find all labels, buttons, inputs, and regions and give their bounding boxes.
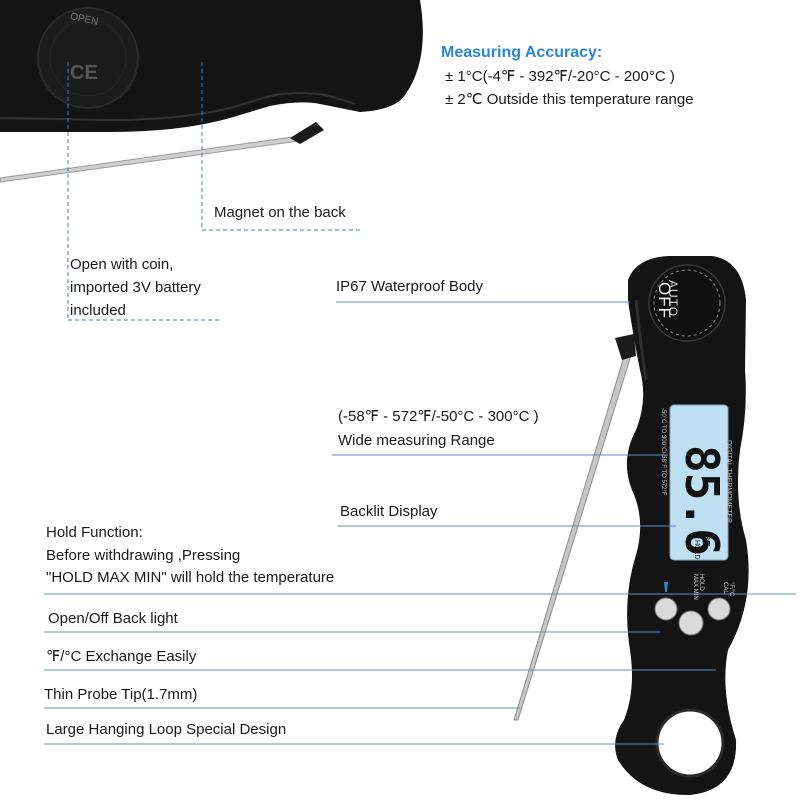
ce-mark: CE (70, 62, 98, 84)
hold-callout-2: Before withdrawing ,Pressing (46, 547, 241, 564)
lcd-reading: 85.6 (675, 445, 729, 556)
backlight-button (654, 597, 678, 621)
battery-callout-1: Open with coin, (70, 256, 174, 273)
battery-cover (37, 7, 139, 109)
hanging-loop (655, 708, 725, 778)
range-callout-2: Wide measuring Range (338, 432, 495, 449)
accuracy-line-2: ± 2℃ Outside this temperature range (445, 91, 694, 108)
hold-callout-3: "HOLD MAX MIN" will hold the temperature (46, 569, 335, 586)
hold-callout-1: Hold Function: (46, 524, 143, 541)
accuracy-title: Measuring Accuracy: (441, 44, 603, 61)
hold-max-min-label: HOLD MAX MIN (692, 574, 704, 600)
waterproof-callout: IP67 Waterproof Body (336, 278, 484, 295)
power-button-ring (648, 264, 726, 342)
bulb-icon (664, 582, 668, 592)
battery-callout-3: included (70, 302, 126, 319)
lcd-hold-badge: HOLD (693, 540, 700, 560)
unit-cal-label: °F/°C CAL (722, 582, 734, 597)
lcd-unit: °F (699, 535, 712, 547)
lcd-screen (669, 404, 729, 561)
exchange-callout: ℉/°C Exchange Easily (46, 648, 197, 665)
range-callout-1: (-58℉ - 572℉/-50°C - 300°C ) (338, 408, 539, 425)
device-range-print: -50°C TO 300°C/-58°F TO 572°F (660, 408, 666, 496)
device-brand-label: DIGITAL THERMOMETER (725, 440, 732, 524)
backlight-callout: Open/Off Back light (48, 610, 178, 627)
accuracy-line-1: ± 1°C(-4℉ - 392℉/-20°C - 200°C ) (445, 68, 675, 85)
battery-callout-2: imported 3V battery (70, 279, 201, 296)
off-label: OFF (655, 282, 674, 319)
magnet-callout: Magnet on the back (214, 204, 346, 221)
closed-probe (0, 135, 308, 183)
unit-button (707, 597, 731, 621)
backlit-callout: Backlit Display (340, 503, 438, 520)
probe-callout: Thin Probe Tip(1.7mm) (44, 686, 198, 703)
loop-callout: Large Hanging Loop Special Design (46, 721, 287, 738)
hold-button (678, 610, 704, 636)
